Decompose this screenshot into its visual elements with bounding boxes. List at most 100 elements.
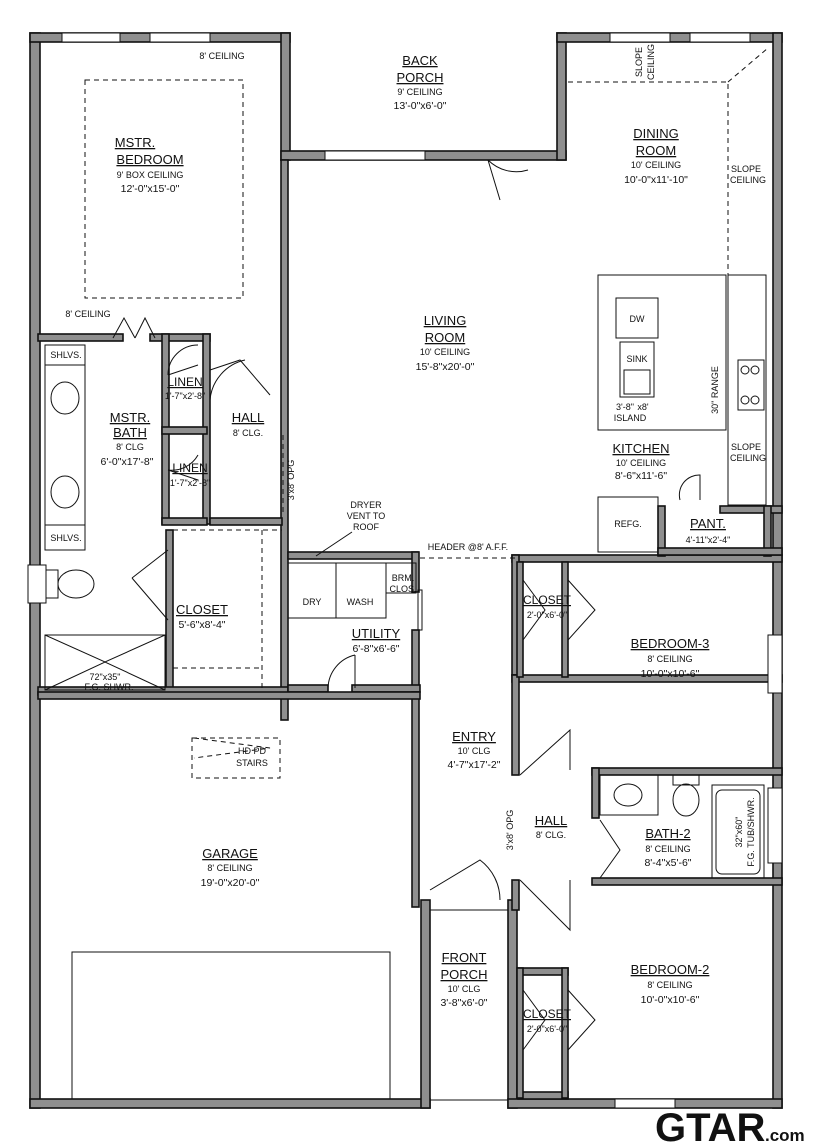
room-name: PANT. [690,516,726,531]
dryer-label: DRY [303,597,322,607]
room-size: 8'-6"x11'-6" [615,470,667,482]
room-name: ROOM [636,143,676,158]
slope-note: CEILING [646,44,656,80]
gtar-logo: GTAR .com [655,1106,805,1143]
room-size: 2'-0"x6'-0" [527,1024,567,1034]
refrigerator-label: REFG. [614,519,642,529]
room-back-porch: BACK PORCH 9' CEILING 13'-0"x6'-0" [394,53,447,112]
room-ceiling: 8' CLG. [233,428,263,438]
ceiling-note: 8' CEILING [65,309,110,319]
header-note: HEADER @8' A.F.F. [428,542,508,552]
room-name: MSTR. [115,135,155,150]
room-linen-1: LINEN 1'-7"x2'-8" [165,375,205,401]
room-entry: ENTRY 10' CLG 4'-7"x17'-2" [448,729,501,771]
broom-closet-label: BRM. [392,573,415,583]
room-ceiling: 10' CLG [448,984,481,994]
room-hall-1: HALL 8' CLG. [232,410,265,438]
annotations: 8' CEILING 8' CEILING SLOPE CEILING SLOP… [50,44,766,867]
island-label: ISLAND [614,413,647,423]
room-dining: DINING ROOM 10' CEILING 10'-0"x11'-10" [624,126,688,186]
room-size: 1'-7"x2'-8" [170,478,210,488]
room-size: 12'-0"x15'-0" [121,183,180,195]
logo-suffix: .com [765,1126,805,1143]
slope-note: CEILING [730,175,766,185]
room-name: BEDROOM-2 [631,962,710,977]
room-name: BACK [402,53,438,68]
room-size: 6'-0"x17'-8" [101,456,154,468]
room-name: HALL [535,813,568,828]
room-size: 10'-0"x10'-6" [641,668,700,680]
room-size: 1'-7"x2'-8" [165,391,205,401]
room-size: 19'-0"x20'-0" [201,877,260,889]
room-garage: GARAGE 8' CEILING 19'-0"x20'-0" [201,846,260,889]
slope-note: SLOPE [634,47,644,77]
room-name: ROOM [425,330,465,345]
fixtures [44,274,767,1101]
shower-label: 72"x35" [90,672,121,682]
room-closet-bed2: CLOSET 2'-0"x6'-0" [523,1007,572,1034]
room-bedroom-3: BEDROOM-3 8' CEILING 10'-0"x10'-6" [631,636,710,680]
room-ceiling: 10' CEILING [631,160,681,170]
slope-note: SLOPE [731,164,761,174]
room-ceiling: 10' CEILING [420,347,470,357]
dishwasher-label: DW [630,314,645,324]
stairs-label: STAIRS [236,758,268,768]
room-size: 4'-7"x17'-2" [448,759,501,771]
slope-note: CEILING [730,453,766,463]
room-name: UTILITY [352,626,401,641]
island-size: 3'-8" [616,402,634,412]
room-size: 13'-0"x6'-0" [394,100,447,112]
room-ceiling: 9' BOX CEILING [117,170,184,180]
room-ceiling: 8' CEILING [645,844,690,854]
dryer-vent-note: ROOF [353,522,380,532]
room-pantry: PANT. 4'-11"x2'-4" [686,516,731,545]
room-size: 10'-0"x11'-10" [624,174,688,186]
room-ceiling: 8' CLG [116,442,144,452]
stairs-label: HD PD [238,746,267,756]
room-linen-2: LINEN 1'-7"x2'-8" [170,461,210,488]
room-name: LIVING [424,313,467,328]
windows [27,32,783,1109]
room-name: CLOSET [176,602,228,617]
room-name: DINING [633,126,679,141]
room-name: PORCH [397,70,444,85]
tub-label: 32"x60" [734,817,744,848]
room-name: KITCHEN [612,441,669,456]
shower-label: F.G. SHWR. [85,682,134,692]
room-name: CLOSET [523,593,572,607]
room-name: BATH-2 [645,826,690,841]
room-name: BEDROOM-3 [631,636,710,651]
ceiling-note: 8' CEILING [199,51,244,61]
room-ceiling: 10' CLG [458,746,491,756]
dryer-vent-leader [315,531,353,557]
sink-label: SINK [626,354,647,364]
room-name: GARAGE [202,846,258,861]
range-label: 30" RANGE [710,366,720,414]
room-size: 3'-8"x6'-0" [440,997,487,1009]
shelves-label: SHLVS. [50,350,81,360]
broom-closet-label: CLOS. [389,584,416,594]
room-master-bath: MSTR. BATH 8' CLG 6'-0"x17'-8" [101,410,154,468]
room-ceiling: 8' CEILING [647,654,692,664]
room-name: HALL [232,410,265,425]
logo-main: GTAR [655,1106,765,1143]
opening-label: 3'x8' OPG [505,810,515,850]
room-name: MSTR. [110,410,150,425]
shelves-label: SHLVS. [50,533,81,543]
opening-label: 3'x8' OPG [286,460,296,500]
dryer-vent-note: DRYER [350,500,382,510]
room-size: 5'-6"x8'-4" [178,619,225,631]
room-name: FRONT [442,950,487,965]
room-ceiling: 9' CEILING [397,87,442,97]
room-ceiling: 8' CEILING [207,863,252,873]
room-size: 2'-0"x6'-0" [527,610,567,620]
room-name: LINEN [167,375,202,389]
room-ceiling: 8' CLG. [536,830,566,840]
ceiling-lines [84,47,769,779]
room-ceiling: 10' CEILING [616,458,666,468]
dryer-vent-note: VENT TO [347,511,386,521]
room-closet-bed3: CLOSET 2'-0"x6'-0" [523,593,572,620]
room-closet-master: CLOSET 5'-6"x8'-4" [176,602,228,631]
room-master-bedroom: MSTR. BEDROOM 9' BOX CEILING 12'-0"x15'-… [115,135,184,195]
